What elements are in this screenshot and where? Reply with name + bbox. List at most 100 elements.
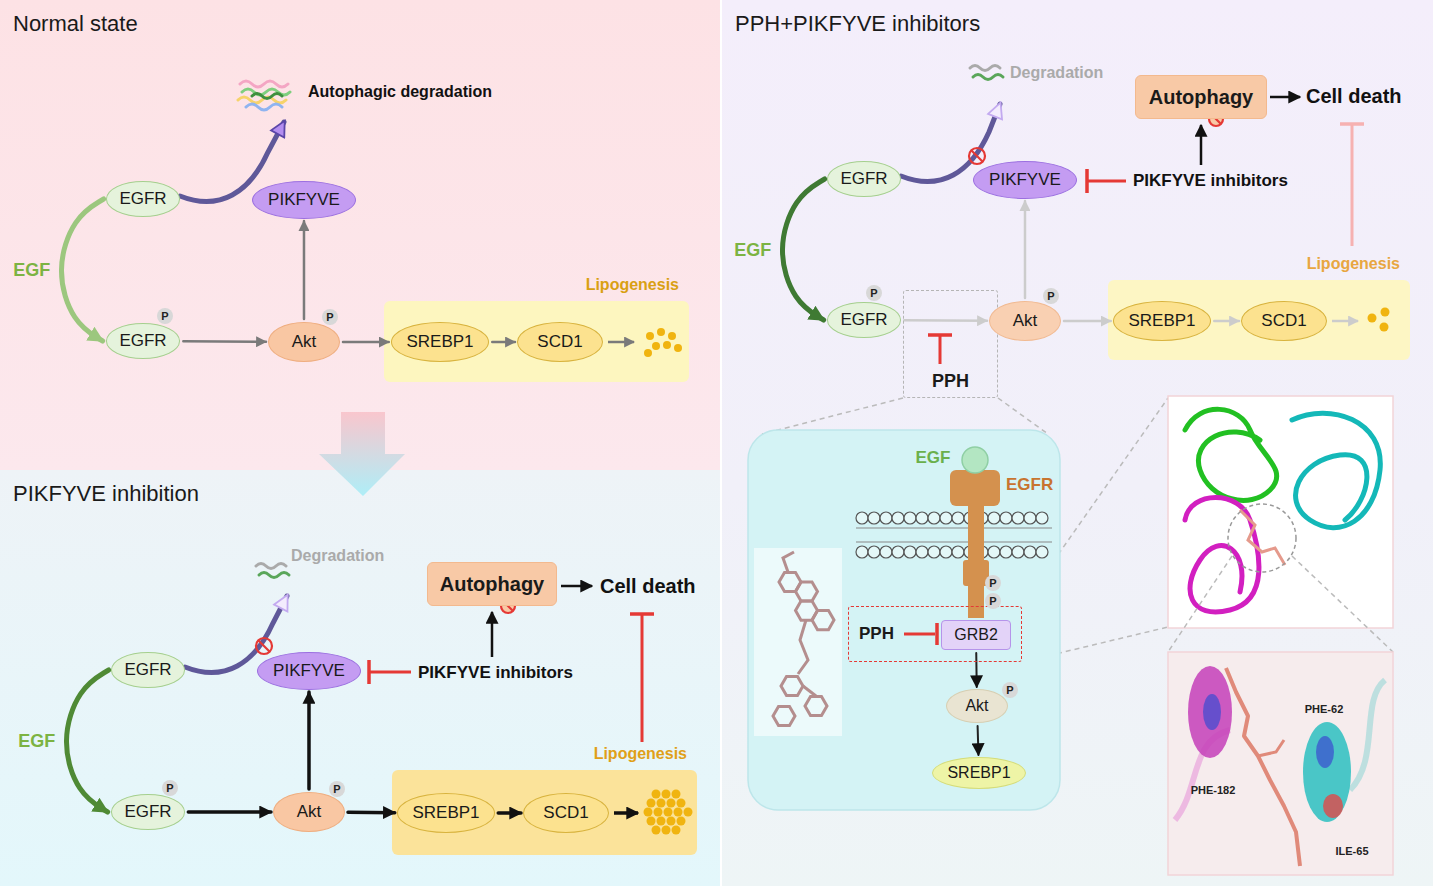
illustration-part — [916, 512, 928, 524]
panel-title: PIKFYVE inhibition — [13, 481, 707, 507]
illustration-part — [664, 808, 673, 817]
illustration-part — [256, 564, 286, 569]
illustration-part — [652, 826, 661, 835]
kinase-ellipse: PIKFYVE — [252, 181, 356, 219]
induction-arrow — [491, 612, 494, 657]
node-label: PIKFYVE — [268, 190, 340, 210]
band-heading: Lipogenesis — [392, 744, 697, 764]
illustration-part — [805, 696, 827, 715]
lipid-droplets — [644, 328, 682, 357]
illustration-part — [892, 512, 904, 524]
illustration-part — [773, 706, 795, 725]
illustration-part — [803, 686, 816, 696]
receptor-ellipse: EGFR — [827, 302, 902, 338]
illustration-part — [856, 512, 1048, 558]
illustration-part — [856, 541, 1052, 542]
illustration-part — [969, 148, 985, 164]
receptor-ellipse: EGFR — [111, 794, 186, 830]
receptor-label: EGFR — [1006, 475, 1053, 495]
illustration-part — [646, 332, 654, 340]
phospho-badge: P — [157, 308, 173, 324]
illustration-part — [1209, 112, 1223, 126]
edge-label: EGF — [734, 239, 771, 260]
node-label: GRB2 — [954, 626, 998, 644]
protein-ellipse: SREBP1 — [391, 322, 490, 362]
node-label: SREBP1 — [412, 803, 479, 823]
node-label: PIKFYVE — [273, 661, 345, 681]
illustration-part — [663, 341, 671, 349]
process-label: Autophagic degradation — [308, 83, 492, 101]
inhibition-line — [369, 671, 411, 674]
illustration-part — [657, 328, 665, 336]
illustration-part — [798, 620, 808, 674]
degradation-fragments — [970, 66, 1003, 80]
node-label: EGFR — [119, 331, 166, 351]
node-label: Akt — [965, 697, 988, 715]
residue-surface — [1303, 722, 1351, 822]
illustration-part — [503, 601, 513, 611]
ligand-sticks — [1240, 510, 1285, 565]
illustration-part — [242, 89, 290, 95]
degradation-arrow — [180, 122, 284, 202]
illustration-part — [1211, 114, 1221, 124]
illustration-part — [1292, 556, 1393, 652]
protein-ellipse: SCD1 — [523, 793, 609, 833]
illustration-part — [973, 75, 1003, 80]
illustration-part — [246, 104, 282, 110]
illustration-part — [940, 546, 952, 558]
illustration-part — [677, 817, 686, 826]
receptor-ellipse: EGFR — [106, 181, 181, 217]
drug-label: PIKFYVE inhibitors — [1133, 171, 1288, 191]
panel: PIKFYVE inhibitionAutophagyEGFRPIKFYVEEG… — [0, 470, 720, 886]
ligand-label: EGF — [916, 448, 951, 468]
illustration-part — [677, 799, 686, 808]
product-arrow — [614, 811, 638, 815]
protein-ellipse: SCD1 — [1241, 301, 1327, 341]
node-label: PPH — [932, 371, 969, 392]
lipid-droplets — [644, 790, 693, 835]
inhibition-bar — [1340, 122, 1364, 126]
residue-surface — [1323, 794, 1343, 818]
node-label: SCD1 — [543, 803, 588, 823]
inhibition-bar — [1085, 169, 1089, 193]
illustration-part — [880, 512, 892, 524]
illustration-part — [892, 546, 904, 558]
node-label: EGFR — [840, 310, 887, 330]
illustration-part — [1036, 546, 1048, 558]
inhibition-line — [641, 614, 644, 742]
molecule-structure — [754, 548, 842, 736]
illustration-part — [796, 582, 818, 601]
blocked-degradation-arrow — [185, 596, 287, 673]
protein-ellipse: SREBP1 — [397, 793, 496, 833]
receptor-ellipse: EGFR — [827, 161, 902, 197]
illustration-part — [952, 512, 964, 524]
illustration-part — [674, 344, 682, 352]
illustration-part — [998, 398, 1048, 434]
illustration-part — [1381, 308, 1390, 317]
illustration-part — [762, 398, 903, 434]
inset-panel — [748, 430, 1060, 810]
signal-arrow — [975, 653, 977, 687]
illustration-part — [1185, 409, 1277, 500]
illustration-part — [1185, 498, 1259, 612]
illustration-part — [972, 151, 983, 162]
inhibition-bar — [935, 623, 939, 645]
node-label: SCD1 — [1261, 311, 1306, 331]
illustration-part — [754, 548, 842, 736]
receptor-ellipse: EGFR — [111, 652, 186, 688]
illustration-part — [988, 512, 1000, 524]
signal-arrow — [498, 811, 521, 815]
activation-arrow — [782, 179, 824, 320]
inhibition-bar — [928, 333, 952, 337]
illustration-part — [654, 808, 663, 817]
illustration-part — [868, 512, 880, 524]
kinase-ellipse: Akt — [989, 301, 1061, 341]
illustration-part — [940, 512, 952, 524]
illustration-part — [652, 790, 661, 799]
drug-label: PIKFYVE inhibitors — [418, 663, 573, 683]
outcome-label: Cell death — [600, 575, 696, 598]
inhibition-line — [1351, 124, 1354, 246]
illustration-part — [880, 546, 892, 558]
signal-arrow — [1064, 320, 1111, 323]
degradation-fragments — [238, 81, 290, 110]
